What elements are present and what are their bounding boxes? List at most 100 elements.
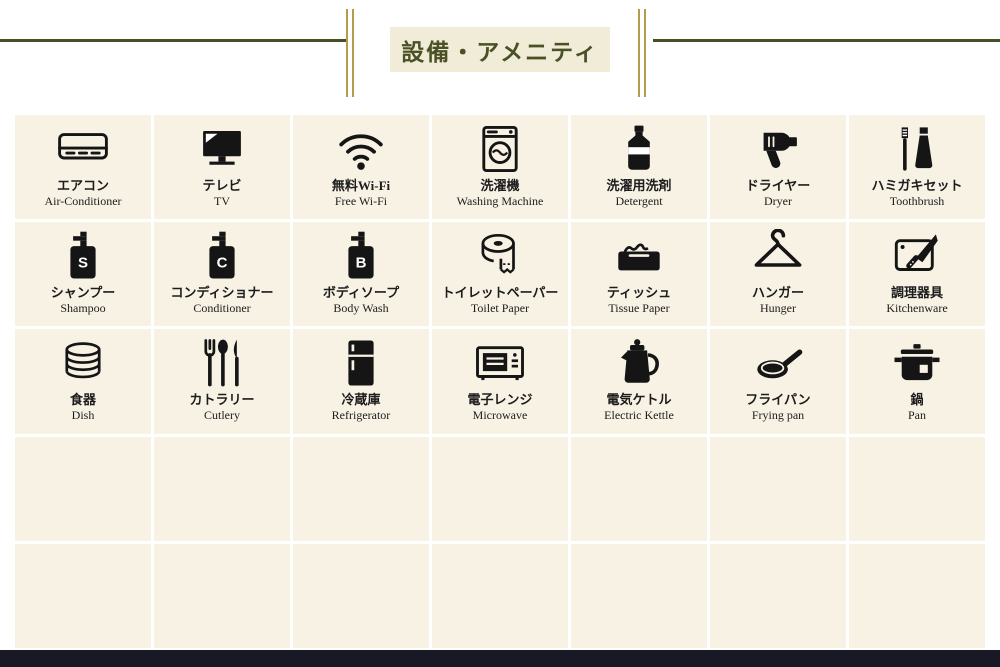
amenity-cell: 無料Wi-Fi Free Wi-Fi — [293, 115, 429, 220]
air-conditioner-icon — [56, 122, 110, 176]
amenity-label-jp: ハミガキセット — [871, 178, 963, 194]
toilet-paper-icon — [473, 229, 527, 283]
amenity-cell: ティッシュ Tissue Paper — [571, 222, 707, 327]
amenity-label-en: Detergent — [615, 193, 663, 208]
amenity-cell: 洗濯機 Washing Machine — [432, 115, 568, 220]
amenity-cell: フライパン Frying pan — [710, 329, 846, 434]
kitchenware-icon — [890, 229, 944, 283]
empty-cell — [849, 436, 985, 541]
amenity-label-en: Conditioner — [193, 301, 251, 316]
empty-cell — [710, 436, 846, 541]
amenity-cell: ドライヤー Dryer — [710, 115, 846, 220]
amenity-label-en: Free Wi-Fi — [334, 193, 388, 208]
toothbrush-icon — [890, 122, 944, 176]
bottle-letter: B — [355, 254, 367, 272]
refrigerator-icon — [334, 336, 388, 390]
bottle-letter: S — [77, 254, 89, 272]
amenity-cell: 洗濯用洗剤 Detergent — [571, 115, 707, 220]
amenity-label-en: Washing Machine — [456, 193, 544, 208]
amenity-label-jp: ボディソープ — [322, 285, 400, 301]
hair-dryer-icon — [751, 122, 805, 176]
amenity-label-en: Body Wash — [333, 301, 389, 316]
pot-icon — [890, 336, 944, 390]
amenity-cell: ハミガキセット Toothbrush — [849, 115, 985, 220]
footer-bar — [0, 650, 1000, 667]
amenity-cell: C コンディショナー Conditioner — [154, 222, 290, 327]
amenity-cell: 鍋 Pan — [849, 329, 985, 434]
body-wash-bottle-icon: B — [334, 229, 388, 283]
amenity-cell: 電子レンジ Microwave — [432, 329, 568, 434]
dish-icon — [56, 336, 110, 390]
amenity-cell: ハンガー Hunger — [710, 222, 846, 327]
bottle-letter: C — [216, 254, 228, 272]
header-rule-left — [0, 39, 346, 42]
amenity-label-en: TV — [214, 193, 230, 208]
amenity-label-en: Kitchenware — [886, 301, 948, 316]
empty-cell — [710, 543, 846, 648]
amenity-label-jp: フライパン — [745, 392, 811, 408]
amenity-cell: S シャンプー Shampoo — [15, 222, 151, 327]
empty-cell — [15, 543, 151, 648]
amenity-label-en: Dryer — [764, 193, 792, 208]
amenity-label-en: Electric Kettle — [604, 408, 674, 423]
frying-pan-icon — [751, 336, 805, 390]
amenity-label-jp: 食器 — [69, 392, 96, 408]
amenity-cell: テレビ TV — [154, 115, 290, 220]
tissue-box-icon — [612, 229, 666, 283]
amenity-label-en: Toothbrush — [889, 193, 945, 208]
amenity-label-jp: 調理器具 — [890, 285, 943, 301]
amenity-label-jp: トイレットペーパー — [441, 285, 559, 301]
conditioner-bottle-icon: C — [195, 229, 249, 283]
amenity-label-en: Refrigerator — [331, 408, 391, 423]
page-header: 設備・アメニティ — [0, 0, 1000, 115]
amenity-label-jp: 鍋 — [910, 392, 924, 408]
detergent-icon — [612, 122, 666, 176]
amenity-label-en: Pan — [908, 408, 926, 423]
amenity-label-jp: 無料Wi-Fi — [331, 178, 391, 194]
header-rule-right — [653, 39, 1000, 42]
amenity-cell: エアコン Air-Conditioner — [15, 115, 151, 220]
amenity-label-en: Microwave — [472, 408, 528, 423]
empty-cell — [15, 436, 151, 541]
amenity-label-jp: シャンプー — [50, 285, 116, 301]
gold-accent-bar-right — [638, 9, 646, 97]
amenity-label-jp: ドライヤー — [745, 178, 811, 194]
amenity-cell: B ボディソープ Body Wash — [293, 222, 429, 327]
amenity-label-jp: カトラリー — [189, 392, 255, 408]
amenity-label-jp: 冷蔵庫 — [341, 392, 381, 408]
empty-cell — [293, 543, 429, 648]
empty-cell — [849, 543, 985, 648]
amenity-label-jp: エアコン — [56, 178, 109, 194]
amenity-label-jp: 電子レンジ — [467, 392, 533, 408]
amenity-label-en: Tissue Paper — [608, 301, 670, 316]
hanger-icon — [751, 229, 805, 283]
empty-cell — [571, 543, 707, 648]
amenity-label-jp: 洗濯用洗剤 — [606, 178, 672, 194]
amenity-cell: カトラリー Cutlery — [154, 329, 290, 434]
amenity-label-en: Dish — [71, 408, 95, 423]
amenity-label-jp: 洗濯機 — [480, 178, 520, 194]
amenity-label-en: Hunger — [760, 301, 796, 316]
amenity-cell: 調理器具 Kitchenware — [849, 222, 985, 327]
amenity-cell: トイレットペーパー Toilet Paper — [432, 222, 568, 327]
amenity-label-jp: ティッシュ — [606, 285, 672, 301]
empty-cell — [154, 436, 290, 541]
empty-cell — [571, 436, 707, 541]
amenity-label-jp: 電気ケトル — [606, 392, 672, 408]
empty-cell — [432, 543, 568, 648]
amenity-label-en: Cutlery — [204, 408, 240, 423]
tv-icon — [195, 122, 249, 176]
amenity-label-en: Air-Conditioner — [44, 193, 122, 208]
amenities-grid: エアコン Air-Conditioner テレビ TV 無料Wi-Fi Free… — [15, 115, 985, 648]
wifi-icon — [334, 122, 388, 176]
amenity-label-en: Frying pan — [751, 408, 805, 423]
empty-cell — [293, 436, 429, 541]
shampoo-bottle-icon: S — [56, 229, 110, 283]
amenity-cell: 食器 Dish — [15, 329, 151, 434]
amenity-label-jp: コンディショナー — [170, 285, 274, 301]
amenity-cell: 電気ケトル Electric Kettle — [571, 329, 707, 434]
empty-cell — [154, 543, 290, 648]
washing-machine-icon — [473, 122, 527, 176]
amenity-label-en: Shampoo — [60, 301, 106, 316]
